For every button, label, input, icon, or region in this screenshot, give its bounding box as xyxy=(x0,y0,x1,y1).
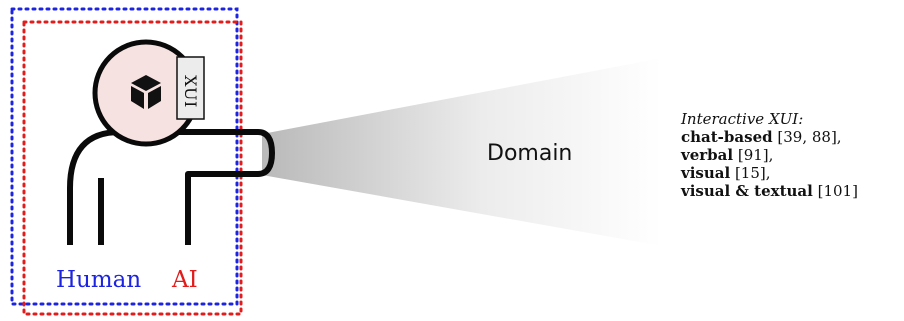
reference-item: verbal [91], xyxy=(681,146,774,164)
reference-item: visual [15], xyxy=(681,164,771,182)
human-boundary xyxy=(10,7,239,306)
references-title: Interactive XUI: xyxy=(681,110,804,128)
domain-label: Domain xyxy=(487,141,573,166)
cube-icon xyxy=(131,75,161,109)
reference-item: chat-based [39, 88], xyxy=(681,128,842,146)
reference-item: visual & textual [101] xyxy=(681,182,858,200)
domain-beam xyxy=(262,58,662,246)
xui-label: XUI xyxy=(181,74,201,108)
human-label: Human xyxy=(56,267,142,293)
body-outline xyxy=(67,129,275,245)
references-list: Interactive XUI: chat-based [39, 88], ve… xyxy=(681,110,858,200)
ai-label: AI xyxy=(172,267,198,293)
ai-boundary xyxy=(22,20,243,316)
xui-tag xyxy=(176,56,205,120)
